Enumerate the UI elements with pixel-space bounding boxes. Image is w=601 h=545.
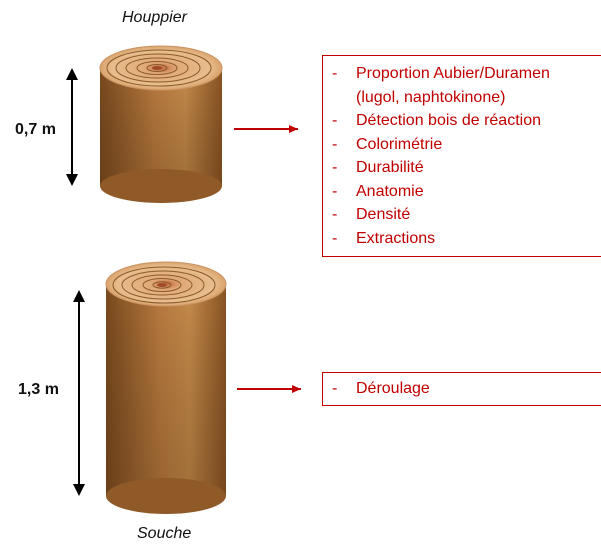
use-item: - Proportion Aubier/Duramen (lugol, naphto…: [323, 62, 601, 109]
use-item: -Extractions: [323, 227, 601, 251]
bottom-uses-box: - Déroulage: [322, 372, 601, 406]
use-item: -Anatomie: [323, 180, 601, 204]
bottom-height-label: 1,3 m: [18, 381, 59, 398]
use-item-text: Déroulage: [356, 380, 430, 397]
use-item-text: Densité: [356, 206, 411, 223]
top-log: [99, 45, 223, 203]
use-item-text: Durabilité: [356, 159, 424, 176]
use-item-text: (lugol, naphtokinone): [356, 88, 506, 106]
bullet-dash: -: [332, 65, 338, 82]
bottom-dimension-arrow: [73, 290, 85, 496]
bottom-log-rings: [112, 266, 216, 304]
top-uses-list: - Proportion Aubier/Duramen (lugol, naphto…: [323, 62, 601, 250]
use-item-text: Détection bois de réaction: [356, 112, 541, 129]
use-item-text: Anatomie: [356, 182, 424, 200]
use-item: - Densité: [323, 203, 601, 227]
bullet-dash: -: [332, 135, 338, 153]
use-item-text: Colorimétrie: [356, 135, 443, 153]
bullet-dash: -: [332, 206, 338, 223]
top-height-label: 0,7 m: [15, 121, 56, 138]
bottom-uses-list: - Déroulage: [323, 377, 601, 401]
bullet-dash: -: [332, 182, 338, 200]
use-item: - Durabilité: [323, 156, 601, 180]
top-uses-box: - Proportion Aubier/Duramen (lugol, naphto…: [322, 55, 601, 257]
use-item-text: Extractions: [356, 229, 436, 247]
bottom-log-title: Souche: [137, 525, 192, 542]
use-item: -Colorimétrie: [323, 133, 601, 157]
use-item: - Détection bois de réaction: [323, 109, 601, 133]
bullet-dash: -: [332, 159, 338, 176]
bullet-dash: -: [332, 380, 338, 397]
bullet-dash: -: [332, 112, 338, 129]
top-log-rings: [106, 49, 212, 87]
use-item: - Déroulage: [323, 377, 601, 401]
bottom-log: [105, 261, 227, 514]
top-dimension-arrow: [66, 68, 78, 186]
use-item-text: Proportion Aubier/Duramen: [356, 65, 550, 82]
top-log-title: Houppier: [122, 9, 187, 26]
bullet-dash: -: [332, 229, 338, 247]
